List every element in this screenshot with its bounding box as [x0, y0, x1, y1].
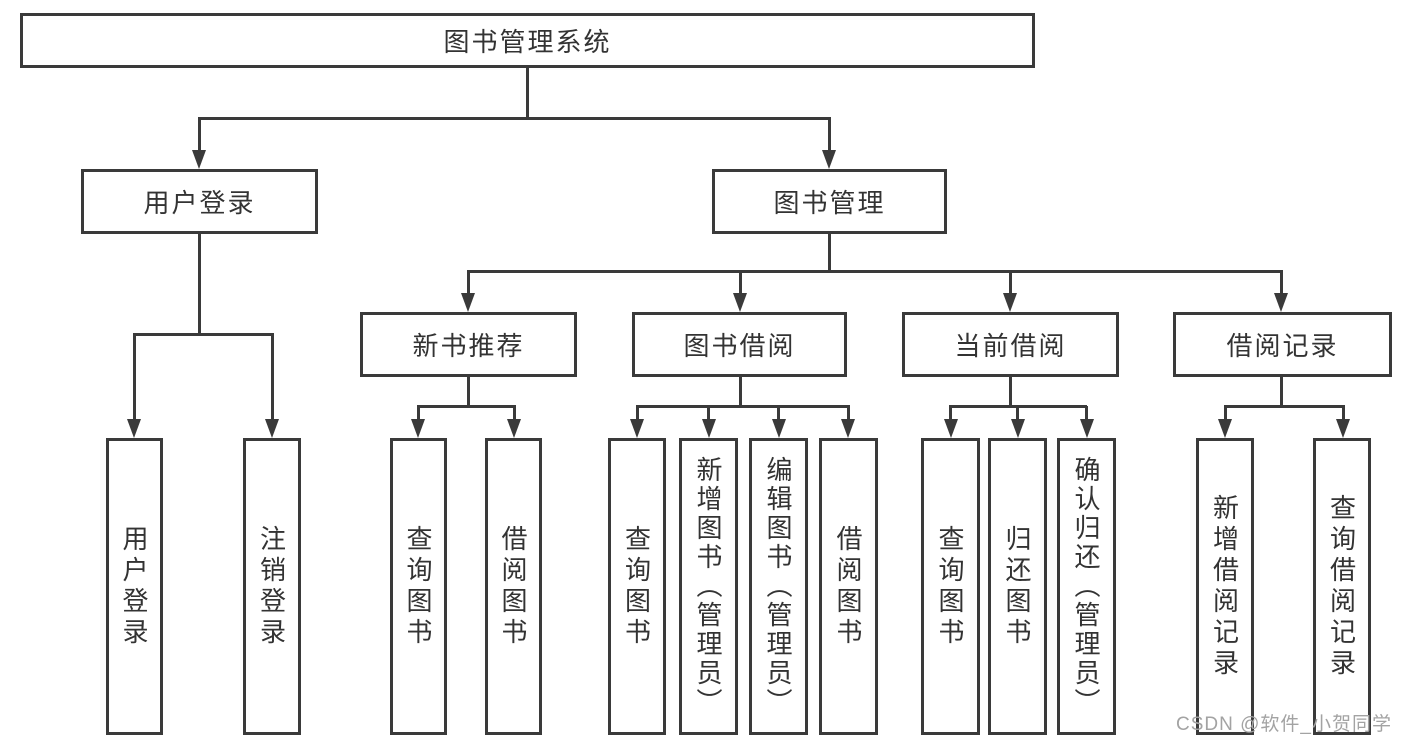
node-borrow-record: 借阅记录 — [1173, 312, 1392, 377]
arrowhead-recommend-query — [411, 419, 425, 438]
leaf-query-borrow-record: 查询借阅记录 — [1313, 438, 1371, 735]
node-book-borrow: 图书借阅 — [632, 312, 847, 377]
arrowhead-edit-book — [771, 419, 786, 438]
arrowhead-current-query — [943, 419, 958, 438]
leaf-edit-book-admin: 编辑图书（管理员） — [749, 438, 808, 735]
connector-borrow-trunk — [738, 377, 742, 407]
connector-drop-leaf-logout — [270, 334, 274, 421]
arrowhead-borrow-book — [841, 419, 855, 438]
connector-drop-edit-book — [777, 406, 780, 421]
leaf-recommend-query-book: 查询图书 — [390, 438, 447, 735]
node-new-book-recommend-label: 新书推荐 — [412, 331, 525, 361]
connector-user-login-bar — [132, 333, 274, 336]
arrowhead-add-record — [1218, 419, 1232, 438]
leaf-borrow-query-book: 查询图书 — [608, 438, 666, 735]
leaf-current-query-book-label: 查询图书 — [935, 524, 965, 649]
arrowhead-recommend-borrow — [507, 419, 521, 438]
node-book-management: 图书管理 — [712, 169, 947, 234]
connector-drop-current-borrow — [1008, 271, 1012, 296]
node-user-login: 用户登录 — [81, 169, 318, 234]
arrowhead-current-borrow — [1003, 293, 1017, 312]
leaf-logout-label: 注销登录 — [256, 524, 287, 649]
connector-drop-new-book-recommend — [466, 271, 470, 296]
leaf-confirm-return-admin-label: 确认归还（管理员） — [1071, 456, 1101, 717]
connector-drop-leaf-user-login — [132, 334, 136, 421]
node-borrow-record-label: 借阅记录 — [1226, 331, 1339, 361]
connector-record-bar — [1223, 405, 1345, 408]
leaf-borrow-book: 借阅图书 — [819, 438, 878, 735]
leaf-user-login: 用户登录 — [106, 438, 163, 735]
connector-book-management-trunk — [827, 234, 831, 272]
leaf-add-book-admin-label: 新增图书（管理员） — [693, 456, 723, 717]
arrowhead-confirm-return — [1079, 419, 1094, 438]
arrowhead-leaf-logout — [265, 419, 279, 438]
node-root: 图书管理系统 — [20, 13, 1035, 68]
leaf-current-query-book: 查询图书 — [921, 438, 980, 735]
connector-drop-borrow-query — [635, 406, 639, 421]
leaf-confirm-return-admin: 确认归还（管理员） — [1057, 438, 1116, 735]
leaf-return-book-label: 归还图书 — [1002, 524, 1032, 649]
leaf-recommend-borrow-book: 借阅图书 — [485, 438, 542, 735]
connector-recommend-trunk — [466, 377, 470, 407]
connector-drop-recommend-query — [416, 406, 420, 421]
arrowhead-book-management — [822, 150, 836, 169]
connector-drop-confirm-return — [1085, 406, 1088, 421]
arrowhead-add-book — [701, 419, 716, 438]
leaf-query-borrow-record-label: 查询借阅记录 — [1326, 493, 1357, 680]
arrowhead-new-book-recommend — [461, 293, 475, 312]
node-current-borrow: 当前借阅 — [902, 312, 1119, 377]
connector-drop-add-record — [1223, 406, 1227, 421]
node-current-borrow-label: 当前借阅 — [954, 331, 1067, 361]
connector-borrow-bar — [635, 405, 850, 408]
connector-drop-book-management — [827, 118, 831, 152]
connector-drop-add-book — [707, 406, 710, 421]
connector-level3-bar — [466, 270, 1283, 273]
connector-current-trunk — [1008, 377, 1012, 407]
leaf-recommend-query-book-label: 查询图书 — [403, 524, 433, 649]
connector-drop-current-query — [949, 406, 952, 421]
node-book-borrow-label: 图书借阅 — [683, 331, 796, 361]
connector-drop-borrow-record — [1279, 271, 1283, 296]
connector-drop-user-login — [197, 118, 201, 152]
leaf-logout: 注销登录 — [243, 438, 301, 735]
connector-level1-bar — [197, 117, 831, 120]
connector-drop-book-borrow — [738, 271, 742, 296]
arrowhead-leaf-user-login — [127, 419, 141, 438]
arrowhead-user-login — [192, 150, 206, 169]
connector-drop-return-book — [1016, 406, 1019, 421]
node-user-login-label: 用户登录 — [143, 188, 256, 218]
node-book-management-label: 图书管理 — [773, 188, 886, 218]
node-root-label: 图书管理系统 — [443, 27, 612, 57]
arrowhead-query-record — [1336, 419, 1350, 438]
arrowhead-return-book — [1010, 419, 1025, 438]
leaf-add-book-admin: 新增图书（管理员） — [679, 438, 738, 735]
leaf-user-login-label: 用户登录 — [119, 524, 149, 649]
node-new-book-recommend: 新书推荐 — [360, 312, 577, 377]
connector-record-trunk — [1279, 377, 1283, 407]
connector-drop-borrow-book — [846, 406, 850, 421]
connector-root-trunk — [525, 68, 529, 119]
leaf-add-borrow-record-label: 新增借阅记录 — [1209, 493, 1240, 680]
connector-drop-query-record — [1341, 406, 1345, 421]
arrowhead-borrow-record — [1274, 293, 1288, 312]
leaf-recommend-borrow-book-label: 借阅图书 — [498, 524, 528, 649]
connector-drop-recommend-borrow — [512, 406, 516, 421]
leaf-borrow-query-book-label: 查询图书 — [621, 524, 652, 649]
connector-recommend-bar — [416, 405, 516, 408]
csdn-watermark: CSDN @软件_小贺同学 — [1176, 714, 1392, 735]
connector-user-login-trunk — [197, 234, 201, 335]
leaf-borrow-book-label: 借阅图书 — [833, 524, 863, 649]
arrowhead-book-borrow — [733, 293, 747, 312]
leaf-return-book: 归还图书 — [988, 438, 1047, 735]
arrowhead-borrow-query — [630, 419, 644, 438]
leaf-edit-book-admin-label: 编辑图书（管理员） — [763, 456, 793, 717]
leaf-add-borrow-record: 新增借阅记录 — [1196, 438, 1254, 735]
